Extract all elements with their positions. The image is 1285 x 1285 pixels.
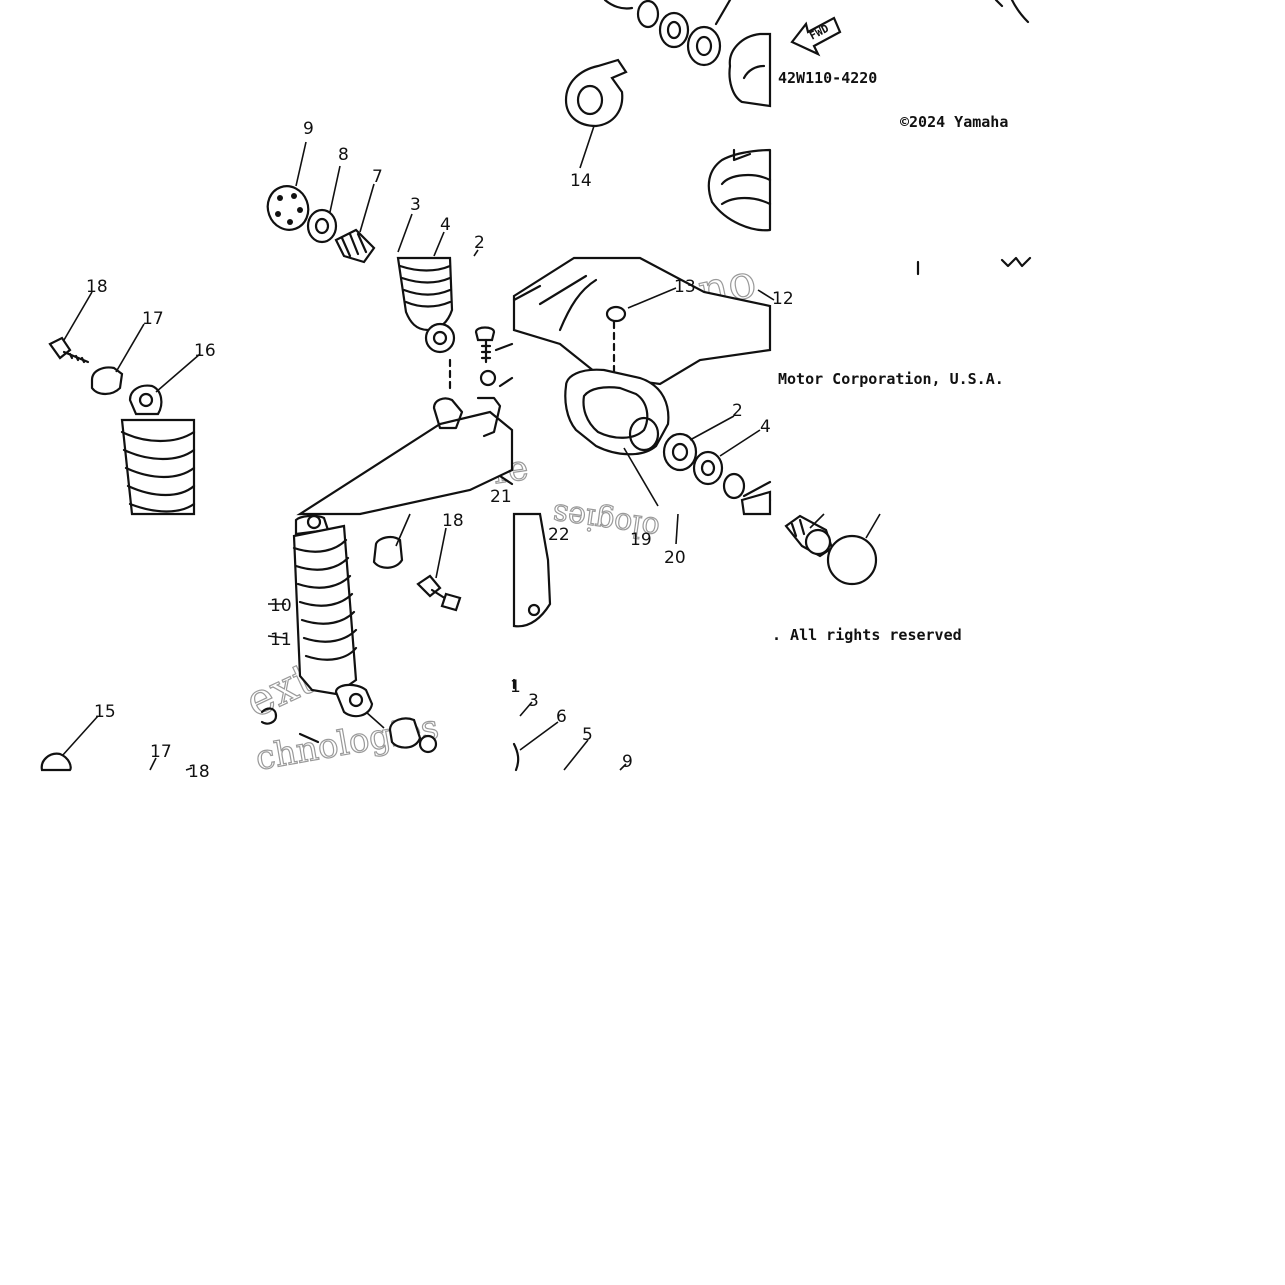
part-number-3: 3 — [410, 195, 421, 215]
part-number-4: 4 — [440, 215, 451, 235]
part-number-16: 16 — [194, 341, 216, 361]
part-number-22: 22 — [548, 525, 570, 545]
part-number-17: 17 — [142, 309, 164, 329]
swingarm-right — [512, 148, 1032, 507]
part-number-18: 18 — [86, 277, 108, 297]
part-number-4-right: 4 — [760, 417, 771, 437]
part-number-18-lower: 18 — [188, 762, 210, 782]
copyright-line-2: Motor Corporation, U.S.A. — [778, 370, 1004, 388]
copyright-line-1: ©2024 Yamaha — [900, 113, 1008, 131]
copyright-line-3: . All rights reserved — [772, 626, 962, 644]
part-number-12: 12 — [772, 289, 794, 309]
lower-housing — [512, 512, 679, 772]
part-15-lower-left — [40, 715, 193, 772]
upper-shock-hardware — [266, 141, 479, 264]
part-number-11: 11 — [270, 630, 292, 650]
top-bearings — [603, 0, 772, 108]
part-number-18-center: 18 — [442, 511, 464, 531]
part-number-13: 13 — [674, 277, 696, 297]
diagram-code: 42W110-4220 — [778, 69, 877, 87]
right-plug-cap — [784, 513, 881, 586]
part-number-1: 1 — [510, 677, 521, 697]
part-number-17-lower: 17 — [150, 742, 172, 762]
fwd-arrow: FWD — [790, 0, 1030, 57]
part-number-7: 7 — [372, 167, 383, 187]
part-number-8: 8 — [338, 145, 349, 165]
part-number-2-right: 2 — [732, 401, 743, 421]
part-number-3-lower: 3 — [528, 691, 539, 711]
part-number-9: 9 — [303, 119, 314, 139]
part-number-15: 15 — [94, 702, 116, 722]
right-bearings — [662, 415, 772, 516]
part-number-10: 10 — [270, 596, 292, 616]
part-number-6: 6 — [556, 707, 567, 727]
part-number-2: 2 — [474, 233, 485, 253]
part-number-labels: 9 8 7 3 4 2 14 18 17 16 13 12 2 4 21 22 … — [86, 119, 794, 782]
part-10-11-lower-shock — [260, 513, 462, 754]
part-number-19: 19 — [630, 530, 652, 550]
part-number-5: 5 — [582, 725, 593, 745]
part-16-shock-left — [48, 291, 201, 516]
part-number-14: 14 — [570, 171, 592, 191]
part-number-9-lower: 9 — [622, 752, 633, 772]
part-14-bushing — [564, 58, 628, 169]
part-number-20: 20 — [664, 548, 686, 568]
swingarm-left — [296, 326, 514, 516]
part-number-21: 21 — [490, 487, 512, 507]
upper-shock-body — [396, 256, 456, 392]
